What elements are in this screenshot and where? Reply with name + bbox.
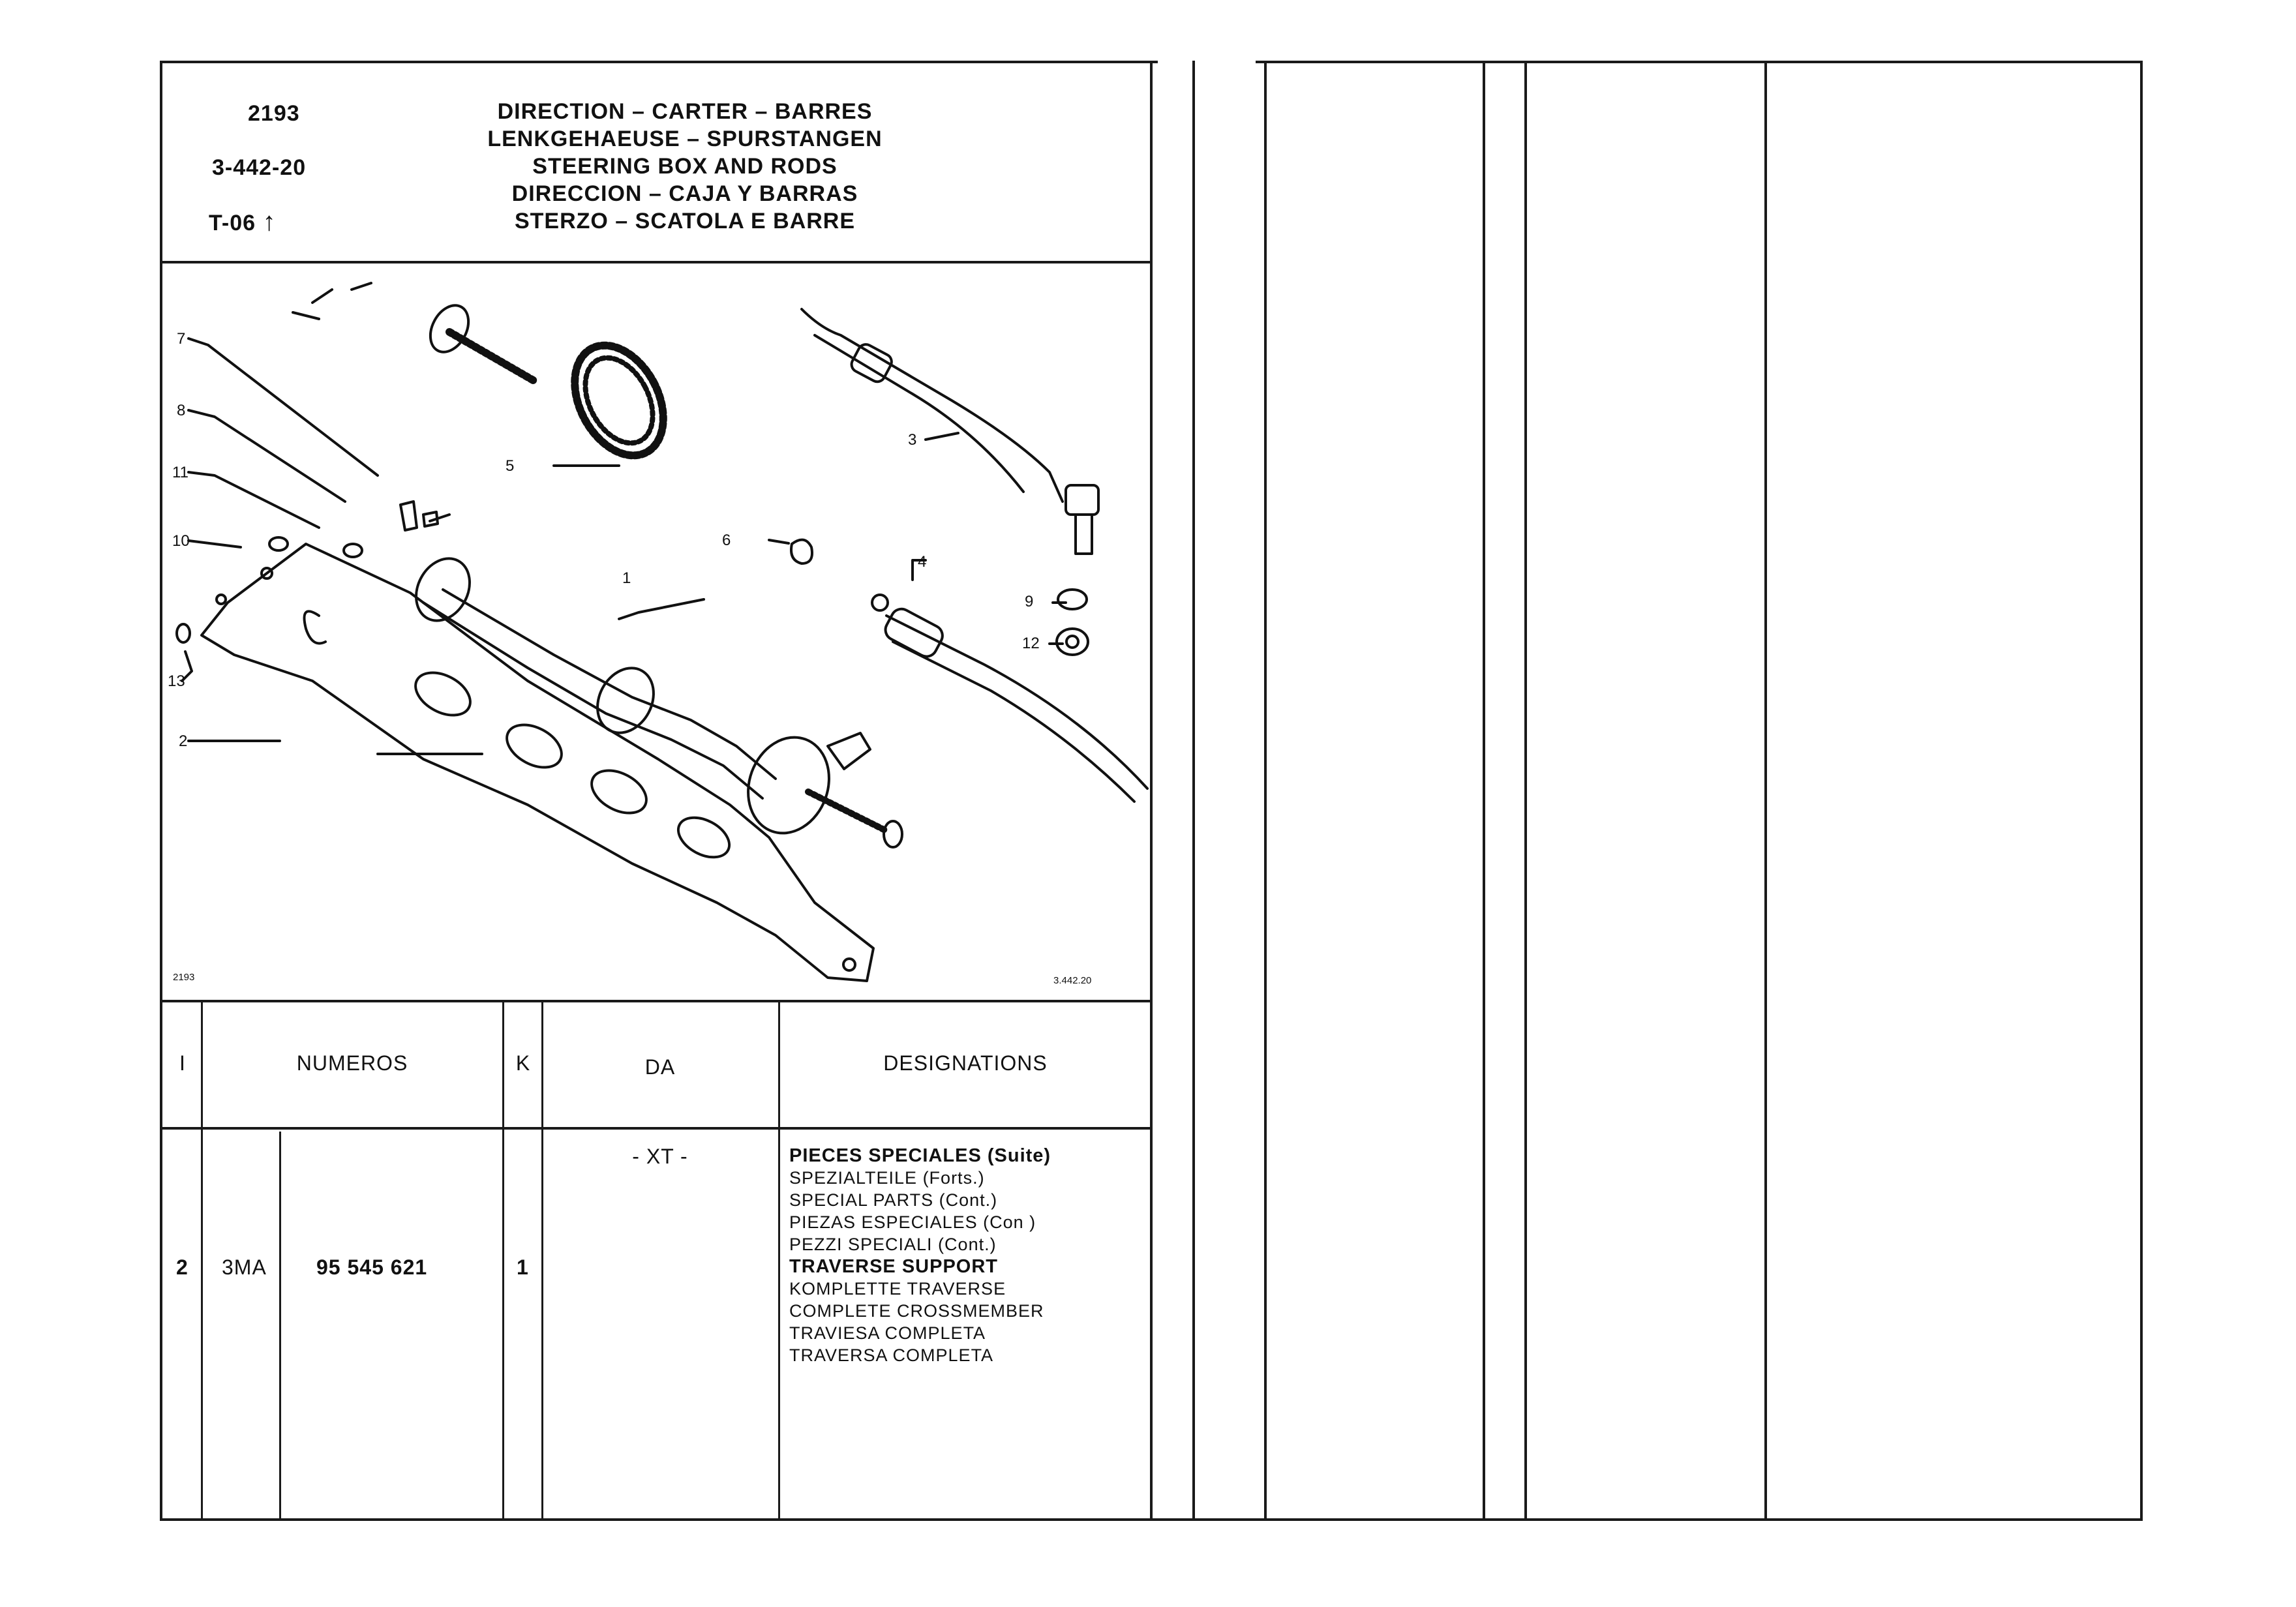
section-title-fr: PIECES SPECIALES (Suite) — [789, 1145, 1051, 1166]
designation-it: TRAVERSA COMPLETA — [789, 1345, 994, 1365]
designation-block: PIECES SPECIALES (Suite) SPEZIALTEILE (F… — [789, 1145, 1051, 1366]
header-divider — [160, 261, 1151, 263]
callout-7: 7 — [177, 330, 185, 348]
col-sep-b — [1192, 61, 1195, 1520]
designation-de: KOMPLETTE TRAVERSE — [789, 1279, 1006, 1299]
title-es: DIRECCION – CAJA Y BARRAS — [511, 181, 858, 206]
designation-es: TRAVIESA COMPLETA — [789, 1323, 986, 1343]
section-title-en: SPECIAL PARTS (Cont.) — [789, 1190, 998, 1210]
col-sep-k — [541, 1000, 543, 1518]
section-title-it: PEZZI SPECIALI (Cont.) — [789, 1235, 997, 1254]
col-header-k: K — [515, 1051, 531, 1075]
col-sep-code — [279, 1132, 281, 1518]
callout-11: 11 — [172, 464, 189, 481]
callout-13: 13 — [168, 672, 185, 690]
tie-rod-right — [800, 308, 1064, 503]
col-sep-da — [778, 1000, 780, 1518]
col-sep-e — [1524, 61, 1527, 1520]
designation-fr: TRAVERSE SUPPORT — [789, 1256, 999, 1277]
reference-code: 3-442-20 — [212, 155, 307, 180]
col-sep-numeros — [502, 1000, 504, 1518]
callout-12: 12 — [1022, 635, 1040, 652]
rack-housing — [442, 588, 777, 780]
section-title-es: PIEZAS ESPECIALES (Con ) — [789, 1212, 1036, 1232]
plate-number: 2193 — [248, 101, 300, 126]
column-header-divider — [160, 1127, 1151, 1130]
type-code: T-06 ↑ — [209, 207, 277, 237]
exploded-diagram: 7 8 11 10 13 2 5 1 6 3 4 9 12 — [168, 282, 1149, 982]
callout-2: 2 — [179, 732, 187, 750]
callout-3: 3 — [908, 431, 916, 449]
section-title-de: SPEZIALTEILE (Forts.) — [789, 1168, 985, 1188]
tie-rod-lower — [885, 614, 1149, 790]
callout-4: 4 — [918, 553, 926, 571]
callout-6: 6 — [722, 532, 731, 549]
frame-right — [2140, 61, 2143, 1520]
col-header-da: DA — [644, 1055, 676, 1079]
col-header-designations: DESIGNATIONS — [883, 1051, 1048, 1075]
title-it: STERZO – SCATOLA E BARRE — [514, 209, 856, 233]
col-sep-d — [1483, 61, 1485, 1520]
bellows-part — [571, 341, 667, 460]
callout-1: 1 — [622, 569, 631, 587]
row-part-number: 95 545 621 — [316, 1255, 428, 1279]
row-qty: 1 — [517, 1255, 529, 1279]
crossmember-part — [200, 543, 875, 982]
diagram-divider — [160, 1000, 1151, 1002]
col-sep-index — [201, 1000, 203, 1518]
callout-10: 10 — [172, 532, 190, 550]
diagram-corner-right: 3.442.20 — [1053, 975, 1092, 986]
row-code: 3MA — [222, 1255, 267, 1279]
col-header-numeros: NUMEROS — [296, 1051, 408, 1075]
callout-5: 5 — [506, 457, 514, 475]
col-sep-a — [1150, 61, 1153, 1520]
col-header-index: I — [179, 1051, 186, 1075]
up-arrow-icon: ↑ — [262, 207, 277, 236]
frame-top — [160, 61, 1158, 63]
section-marker: - XT - — [632, 1145, 688, 1168]
title-en: STEERING BOX AND RODS — [532, 154, 838, 179]
title-block: DIRECTION – CARTER – BARRES LENKGEHAEUSE… — [457, 98, 913, 235]
title-fr: DIRECTION – CARTER – BARRES — [497, 99, 873, 124]
col-sep-c — [1264, 61, 1267, 1520]
type-code-text: T-06 — [209, 211, 256, 235]
frame-left — [160, 61, 162, 1520]
callout-9: 9 — [1025, 593, 1033, 610]
designation-en: COMPLETE CROSSMEMBER — [789, 1301, 1044, 1321]
col-sep-f — [1764, 61, 1767, 1520]
diagram-corner-left: 2193 — [173, 972, 195, 983]
callout-8: 8 — [177, 402, 185, 419]
frame-top-right — [1256, 61, 2143, 63]
row-index: 2 — [176, 1255, 189, 1279]
title-de: LENKGEHAEUSE – SPURSTANGEN — [487, 127, 883, 151]
